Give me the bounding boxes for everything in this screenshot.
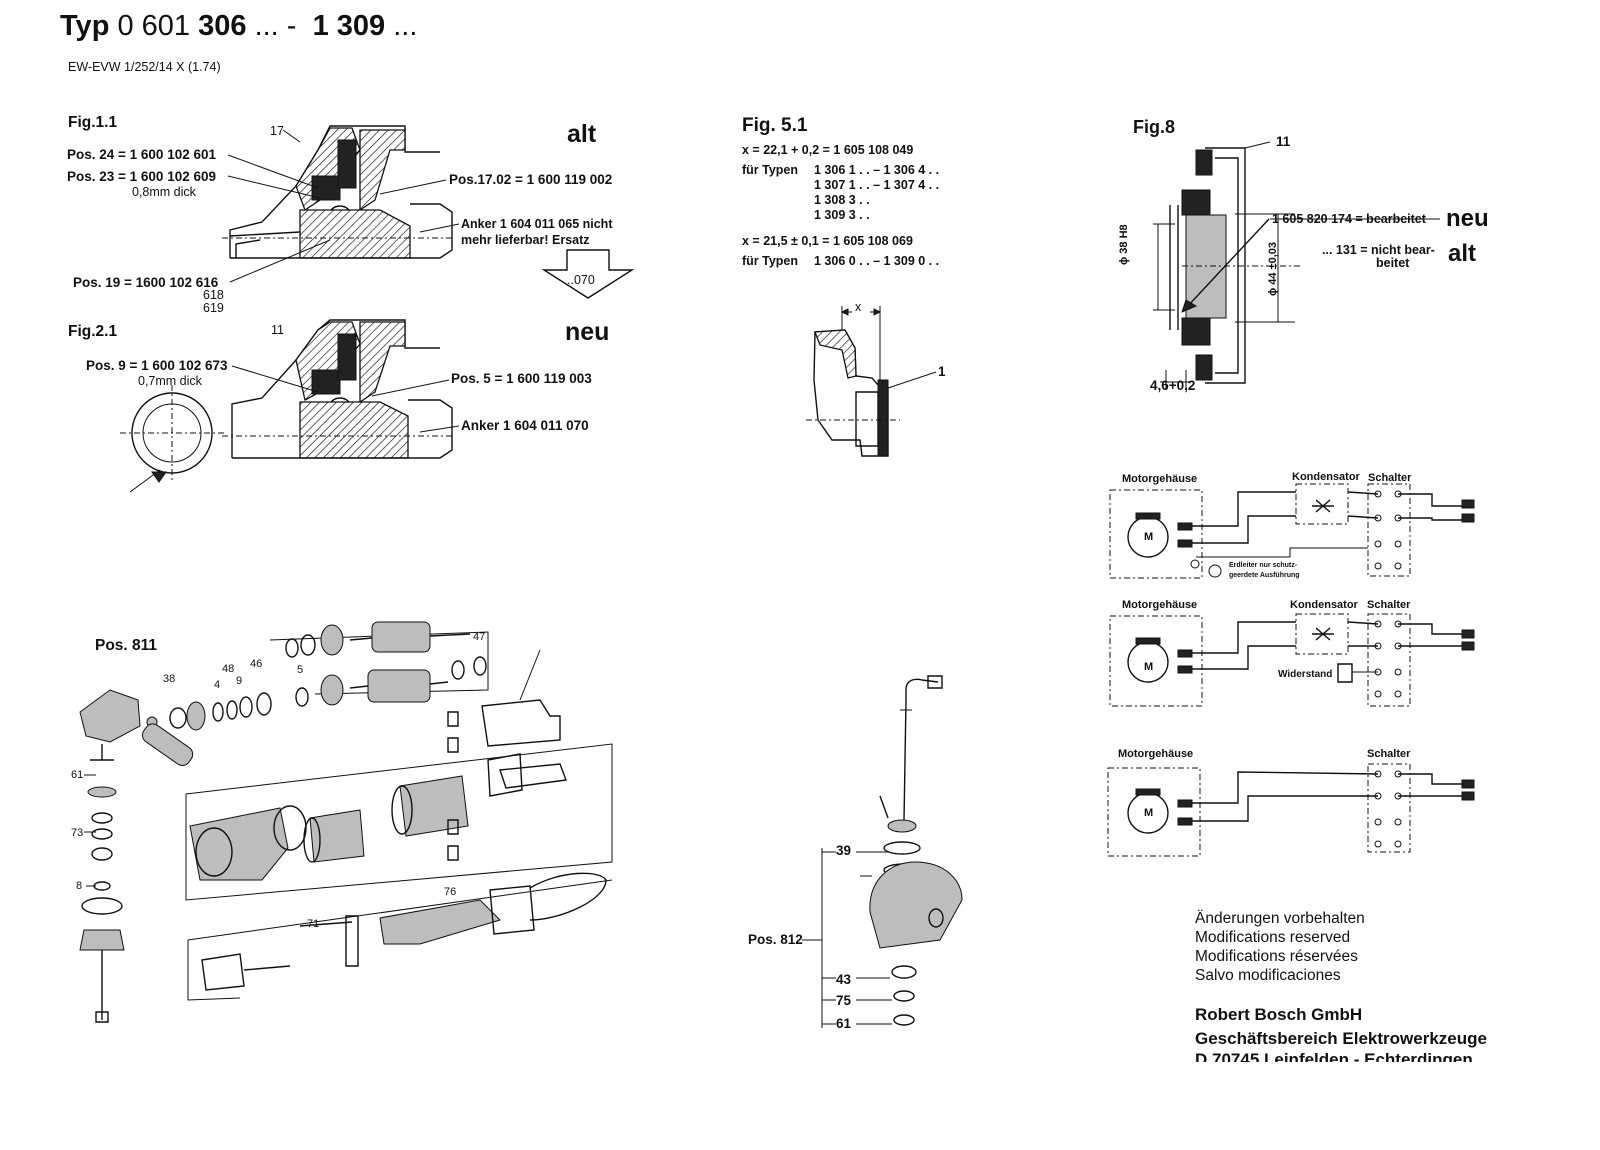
fig11-pos19-alt2: 619 — [203, 301, 224, 315]
title-code2: 1 309 — [312, 10, 386, 42]
fig21-ref11: 11 — [271, 323, 284, 337]
pos811-callout-71: 71 — [307, 918, 320, 930]
pos811-callout-48: 48 — [222, 663, 235, 675]
reserved-fr: Modifications réservées — [1195, 948, 1358, 965]
pos811-callout-76: 76 — [444, 886, 457, 898]
fig11-state: alt — [567, 120, 597, 148]
wiring3-housing: Motorgehäuse — [1118, 748, 1194, 760]
fig11-label: Fig.1.1 — [68, 114, 118, 131]
fig21-label: Fig.2.1 — [68, 323, 118, 340]
fig21-anker: Anker 1 604 011 070 — [461, 418, 589, 433]
company-name: Robert Bosch GmbH — [1195, 1005, 1363, 1024]
wiring2-motor: M — [1144, 661, 1154, 673]
pos811-callout-46: 46 — [250, 658, 263, 670]
company-division: Geschäftsbereich Elektrowerkzeuge — [1195, 1029, 1487, 1048]
pos812-label: Pos. 812 — [748, 932, 803, 947]
reserved-es: Salvo modificaciones — [1195, 967, 1341, 984]
wiring3-switch: Schalter — [1367, 748, 1411, 760]
title-prefix: Typ — [60, 10, 110, 42]
fig51-dim-x: x — [855, 300, 862, 314]
wiring2-resistor: Widerstand — [1278, 669, 1333, 680]
fig11-pos19-alt1: 618 — [203, 288, 224, 302]
pos812-callout-75: 75 — [836, 993, 852, 1008]
wiring1-note1: Erdleiter nur schutz- — [1229, 562, 1298, 569]
pos811-callout-5: 5 — [297, 664, 304, 676]
wiring1-housing: Motorgehäuse — [1122, 473, 1198, 485]
company-address: D 70745 Leinfelden - Echterdingen — [1195, 1050, 1473, 1062]
wiring2-housing: Motorgehäuse — [1122, 599, 1198, 611]
wiring1-motor: M — [1144, 531, 1154, 543]
pos812-callout-61: 61 — [836, 1016, 852, 1031]
fig51-line2: x = 21,5 ± 0,1 = 1 605 108 069 — [742, 234, 913, 248]
fig11-pos24: Pos. 24 = 1 600 102 601 — [67, 147, 216, 162]
fig8-label: Fig.8 — [1133, 117, 1176, 137]
fig8-part-alt2: beitet — [1376, 256, 1410, 270]
pos811-callout-73: 73 — [71, 827, 84, 839]
page-subtitle: EW-EVW 1/252/14 X (1.74) — [68, 60, 221, 74]
pos811-callout-8: 8 — [76, 880, 83, 892]
fig21-pos9: Pos. 9 = 1 600 102 673 — [86, 358, 228, 373]
fig8-state-neu: neu — [1446, 205, 1489, 232]
fig21-pos9-note: 0,7mm dick — [138, 374, 202, 388]
fig8-part-alt: ... 131 = nicht bear- — [1322, 243, 1435, 257]
fig51-label: Fig. 5.1 — [742, 115, 808, 136]
pos811-callout-38: 38 — [163, 673, 176, 685]
fig11-ref17: 17 — [270, 124, 284, 138]
wiring2-switch: Schalter — [1367, 599, 1411, 611]
pos811-callout-9: 9 — [236, 675, 243, 687]
fig11-pos19: Pos. 19 = 1600 102 616 — [73, 275, 219, 290]
title-dots2: ... — [393, 10, 418, 42]
fig11-anker-line1: Anker 1 604 011 065 nicht — [461, 217, 613, 231]
fig51-line1: x = 22,1 + 0,2 = 1 605 108 049 — [742, 143, 914, 157]
fig11-anker-line2: mehr lieferbar! Ersatz — [461, 233, 590, 247]
fig21-pos5: Pos. 5 = 1 600 119 003 — [451, 371, 592, 386]
title-code1a: 0 601 — [117, 10, 191, 42]
pos811-callout-4: 4 — [214, 679, 221, 691]
reserved-de: Änderungen vorbehalten — [1195, 910, 1365, 927]
pos811-callout-47: 47 — [473, 631, 486, 643]
fig51-types1-2: 1 308 3 . . — [814, 193, 870, 207]
wiring3-motor: M — [1144, 807, 1154, 819]
fig8-state-alt: alt — [1448, 240, 1477, 267]
fig51-ref1: 1 — [938, 364, 946, 379]
fig51-types1-1: 1 307 1 . . – 1 307 4 . . — [814, 178, 940, 192]
wiring1-capacitor: Kondensator — [1292, 471, 1360, 483]
fig51-types1-0: 1 306 1 . . – 1 306 4 . . — [814, 163, 940, 177]
fig8-ref11: 11 — [1276, 134, 1291, 149]
reserved-en: Modifications reserved — [1195, 929, 1351, 946]
pos811-label: Pos. 811 — [95, 637, 158, 654]
title-dots1: ... - — [254, 10, 297, 42]
title-code1b: 306 — [198, 10, 247, 42]
wiring1-note2: geerdete Ausführung — [1229, 572, 1300, 579]
pos812-callout-39: 39 — [836, 843, 852, 858]
wiring1-switch: Schalter — [1368, 472, 1412, 484]
fig51-types1-3: 1 309 3 . . — [814, 208, 870, 222]
pos812-callout-43: 43 — [836, 972, 852, 987]
company-address-clip: D 70745 Leinfelden - Echterdingen — [1195, 1050, 1515, 1062]
fig11-replacement: ..070 — [567, 273, 595, 287]
fig11-pos1702: Pos.17.02 = 1 600 119 002 — [449, 172, 613, 187]
fig21-state: neu — [565, 318, 610, 346]
pos811-callout-61: 61 — [71, 769, 84, 781]
fig11-pos23: Pos. 23 = 1 600 102 609 — [67, 169, 216, 184]
fig51-types-label-2: für Typen — [742, 254, 799, 268]
fig51-types-label: für Typen — [742, 163, 799, 177]
fig11-pos23-note: 0,8mm dick — [132, 185, 196, 199]
page-title: Typ 0 601 306 ... - 1 309 ... — [60, 10, 417, 43]
wiring2-capacitor: Kondensator — [1290, 599, 1358, 611]
fig51-types2: 1 306 0 . . – 1 309 0 . . — [814, 254, 940, 268]
